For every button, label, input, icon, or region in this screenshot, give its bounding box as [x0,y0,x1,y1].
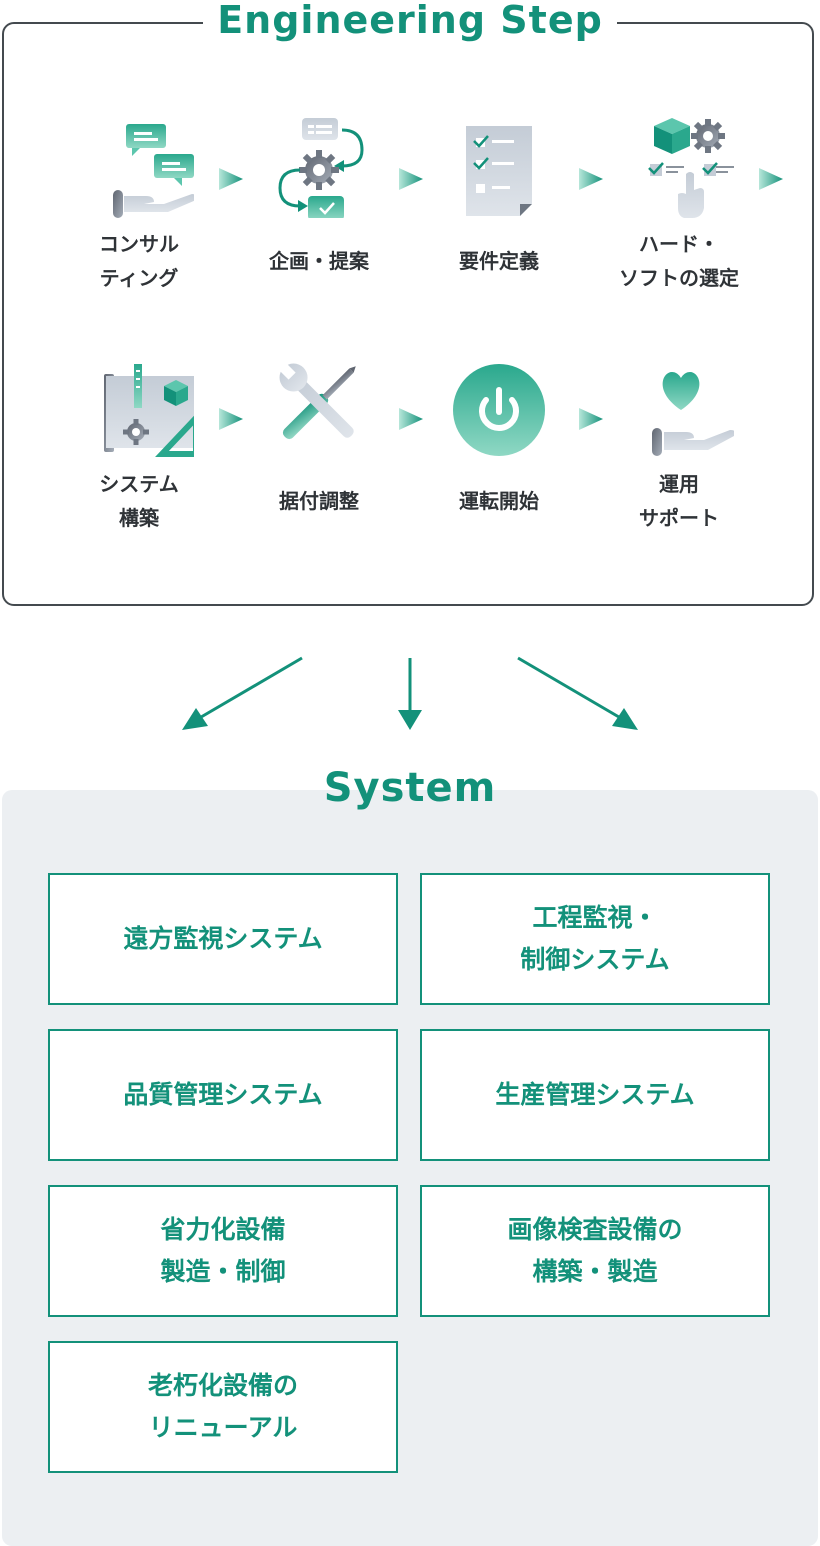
step-label: 据付調整 [279,489,359,513]
step-label: システム 構築 [99,472,179,530]
consulting-icon [113,124,194,218]
step-arrow-icon [219,168,243,190]
step-label: 運転開始 [459,489,539,513]
step-label: コンサル ティング [99,232,179,290]
tools-icon [277,361,356,440]
arrow-down-icon [398,658,422,730]
step-hardware-software: ハード・ ソフトの選定 [604,108,754,296]
step-arrow-icon [219,408,243,430]
system-item: 品質管理システム [48,1029,398,1161]
system-item: 工程監視・ 制御システム [420,873,770,1005]
step-arrow-icon [579,408,603,430]
step-label: 要件定義 [459,249,539,273]
planning-cycle-icon [278,118,364,218]
step-requirements: 要件定義 [424,108,574,296]
engineering-step-title-wrap: Engineering Step [0,0,820,46]
step-arrow-icon [759,168,783,190]
step-consulting: コンサル ティング [64,108,214,296]
step-label: 運用 サポート [639,472,719,530]
arrow-down-left-icon [182,656,303,730]
step-planning: 企画・提案 [244,108,394,296]
step-label: ハード・ ソフトの選定 [619,232,739,290]
arrow-down-right-icon [517,656,638,730]
step-label: 企画・提案 [269,249,369,273]
system-title: System [323,765,497,811]
hardware-software-select-icon [648,118,734,218]
flow-arrows [182,656,638,730]
step-support: 運用 サポート [604,348,754,536]
system-item: 画像検査設備の 構築・製造 [420,1185,770,1317]
step-arrow-icon [399,408,423,430]
system-item: 省力化設備 製造・制御 [48,1185,398,1317]
step-arrow-icon [399,168,423,190]
blueprint-build-icon [104,364,194,457]
step-installation: 据付調整 [244,348,394,536]
step-start-operation: 運転開始 [424,348,574,536]
checklist-document-icon [466,126,532,216]
step-system-build: システム 構築 [64,348,214,536]
engineering-step-title: Engineering Step [203,0,617,46]
heart-hand-icon [652,372,734,456]
system-item: 遠方監視システム [48,873,398,1005]
system-item: 生産管理システム [420,1029,770,1161]
step-arrow-icon [579,168,603,190]
system-item: 老朽化設備の リニューアル [48,1341,398,1473]
power-icon [453,364,545,456]
